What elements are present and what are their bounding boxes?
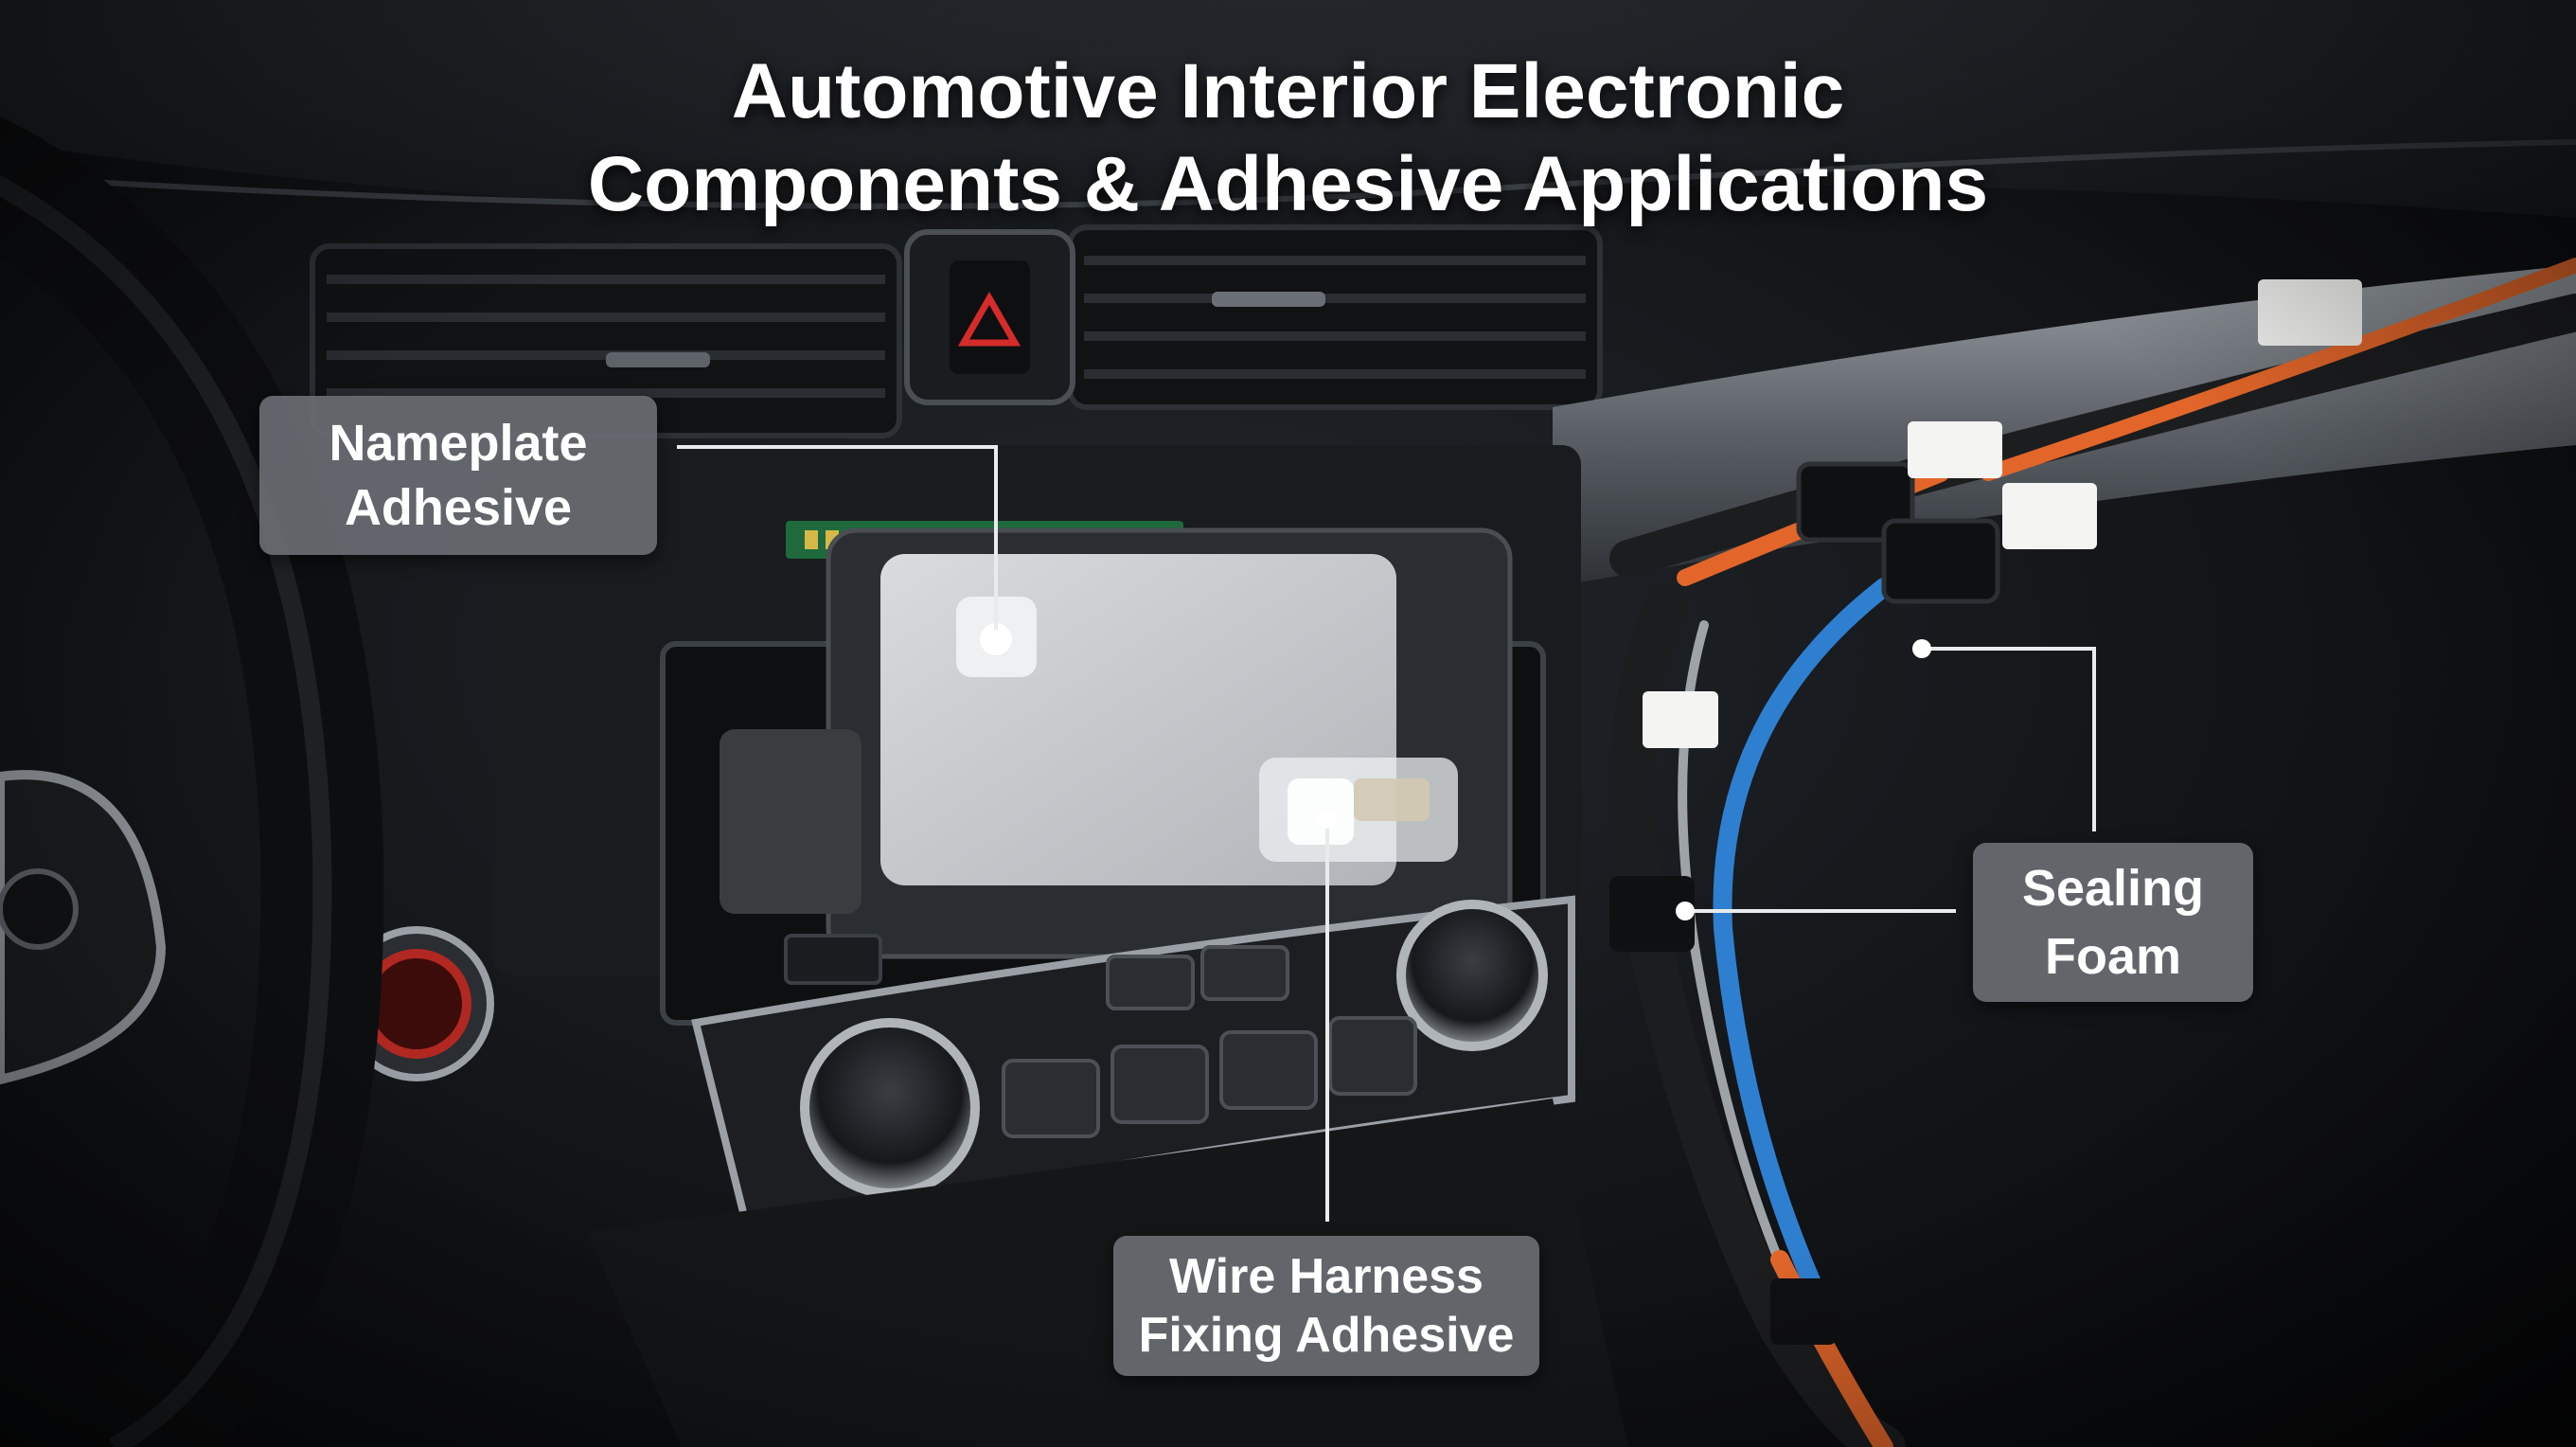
page-title: Automotive Interior Electronic Component… bbox=[0, 45, 2576, 231]
nameplate-leader-line bbox=[677, 445, 998, 639]
title-line-2: Components & Adhesive Applications bbox=[587, 141, 1989, 227]
sealing-foam-leader-line-upper bbox=[1922, 647, 2096, 831]
callout-line-2: Fixing Adhesive bbox=[1138, 1308, 1515, 1363]
callout-line-1: Sealing bbox=[2021, 860, 2205, 917]
callout-line-1: Nameplate bbox=[329, 415, 588, 472]
leader-lines bbox=[677, 445, 2096, 1222]
callout-line-2: Foam bbox=[2044, 928, 2182, 985]
sealing-foam-callout: Sealing Foam bbox=[1973, 843, 2253, 1002]
callout-line-1: Wire Harness bbox=[1169, 1249, 1483, 1304]
callout-line-2: Adhesive bbox=[344, 479, 573, 536]
nameplate-adhesive-callout: Nameplate Adhesive bbox=[259, 396, 657, 555]
wire-harness-fixing-adhesive-callout: Wire Harness Fixing Adhesive bbox=[1113, 1236, 1539, 1376]
title-line-1: Automotive Interior Electronic bbox=[731, 48, 1845, 134]
leader-dots bbox=[986, 630, 1931, 920]
